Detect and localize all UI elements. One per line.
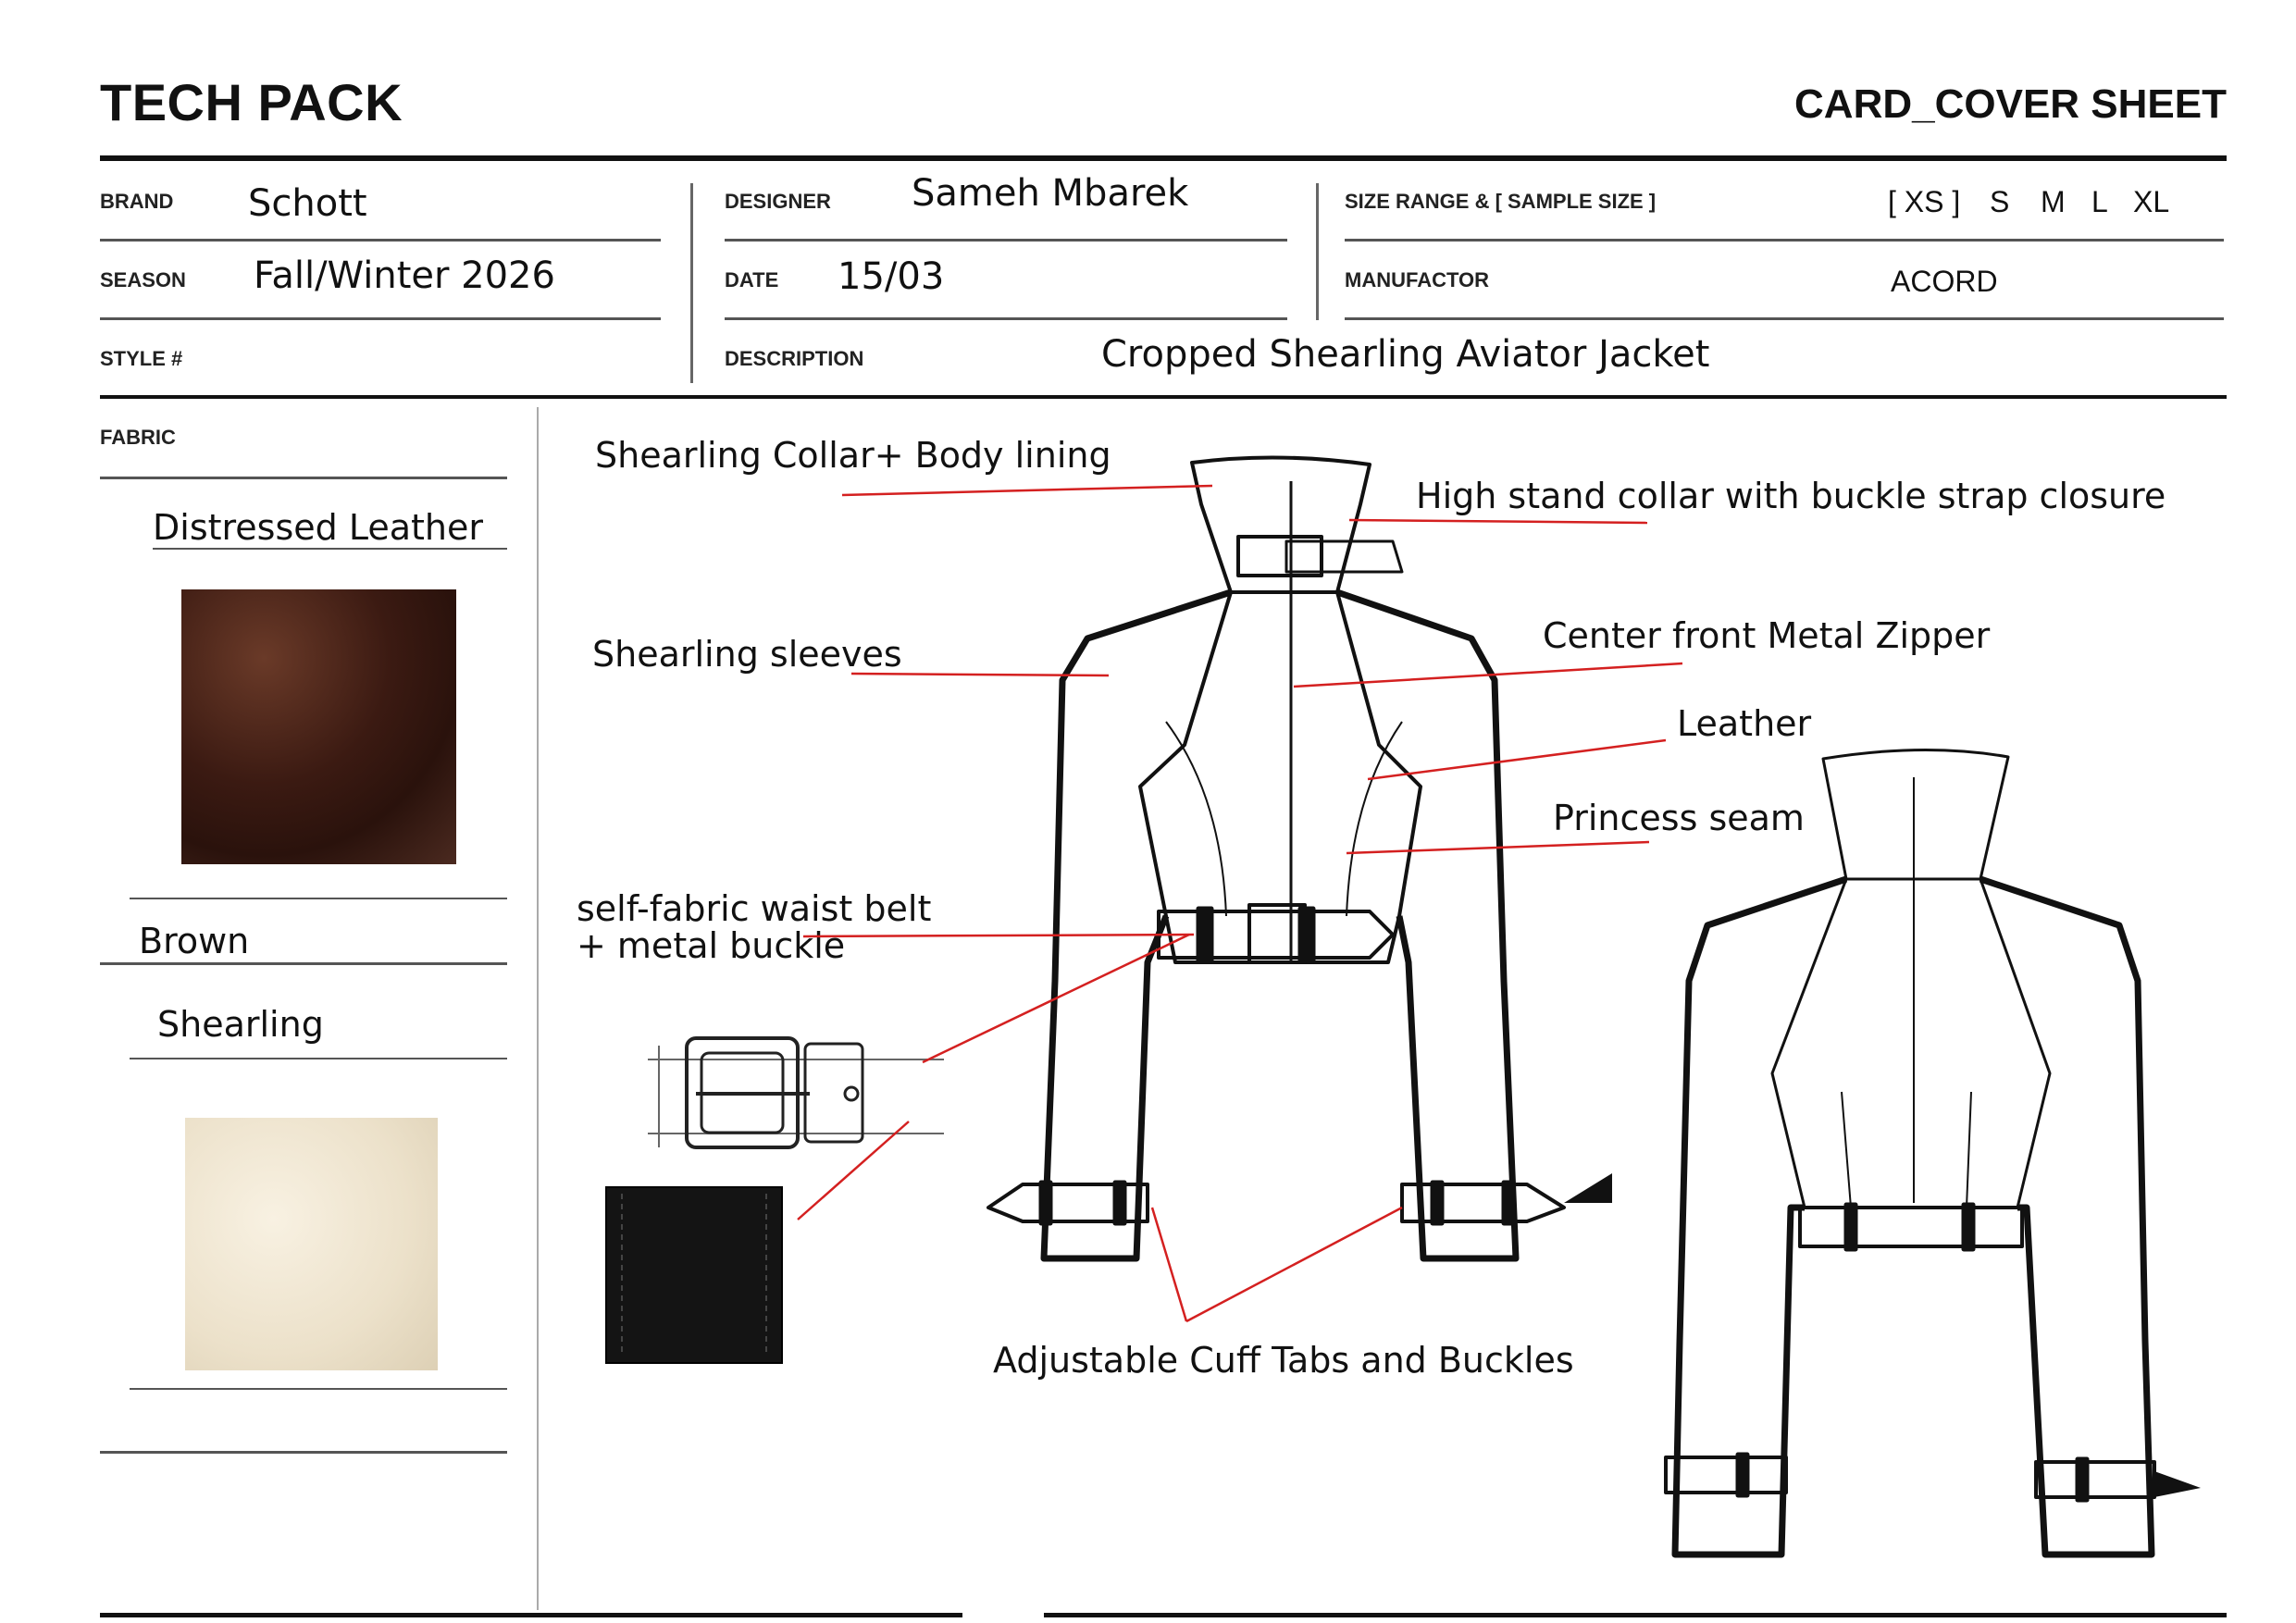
callout-belt-buckle: + metal buckle (577, 925, 846, 966)
callout-belt: self-fabric waist belt (577, 888, 932, 929)
size-xs: [ XS ] (1888, 185, 1961, 218)
manufactor-label: MANUFACTOR (1345, 268, 1490, 291)
header-rule (100, 155, 2227, 161)
leather-swatch (181, 589, 456, 864)
row-rule (100, 317, 661, 320)
row-rule (100, 477, 507, 479)
row-rule (130, 1058, 507, 1059)
date-value: 15/03 (838, 255, 945, 298)
description-label: DESCRIPTION (725, 347, 864, 370)
column-divider (690, 183, 693, 383)
style-label: STYLE # (100, 347, 183, 370)
shearling-swatch (185, 1118, 438, 1370)
manufactor-value: ACORD (1891, 265, 1998, 298)
callout-cuff: Adjustable Cuff Tabs and Buckles (993, 1340, 1574, 1381)
callout-zipper: Center front Metal Zipper (1543, 615, 1991, 656)
callout-sleeves: Shearling sleeves (592, 634, 902, 675)
sheet-title: CARD_COVER SHEET (1794, 81, 2227, 127)
brand-label: BRAND (100, 190, 174, 213)
row-rule (100, 239, 661, 242)
fabric-name: Shearling (157, 1004, 324, 1045)
size-l: L (2091, 185, 2108, 218)
date-label: DATE (725, 268, 779, 291)
season-label: SEASON (100, 268, 186, 291)
footer-rule (100, 1613, 962, 1617)
designer-label: DESIGNER (725, 190, 831, 213)
row-rule (725, 317, 1287, 320)
size-range-label: SIZE RANGE & [ SAMPLE SIZE ] (1345, 190, 1657, 213)
callout-leather: Leather (1677, 703, 1812, 744)
fabric-column-divider (537, 407, 539, 1610)
page-title: TECH PACK (100, 73, 403, 131)
row-rule (100, 962, 507, 965)
size-xl: XL (2133, 185, 2170, 218)
column-divider (1316, 183, 1319, 320)
brand-value: Schott (248, 182, 367, 225)
fabric-name: Distressed Leather (153, 507, 484, 548)
row-rule (100, 1451, 507, 1454)
row-rule (130, 898, 507, 899)
callout-princess: Princess seam (1553, 798, 1805, 838)
row-rule (725, 239, 1287, 242)
designer-value: Sameh Mbarek (912, 172, 1189, 215)
back-jacket-flat (1664, 748, 2201, 1558)
callout-stand-collar: High stand collar with buckle strap clos… (1416, 476, 2166, 516)
fabric-color: Brown (139, 921, 250, 961)
row-rule (1345, 317, 2224, 320)
row-rule (130, 1388, 507, 1390)
row-rule (1345, 239, 2224, 242)
footer-rule (1044, 1613, 2227, 1617)
front-jacket-flat (987, 455, 1612, 1262)
belt-leather-swatch (605, 1186, 783, 1364)
row-rule (153, 548, 507, 550)
callout-lines (797, 484, 1683, 1323)
callout-collar-lining: Shearling Collar+ Body lining (595, 435, 1111, 476)
season-value: Fall/Winter 2026 (254, 254, 555, 297)
info-block-rule (100, 395, 2227, 399)
size-s: S (1990, 185, 2010, 218)
description-value: Cropped Shearling Aviator Jacket (1101, 333, 1710, 376)
fabric-label: FABRIC (100, 426, 176, 449)
size-m: M (2041, 185, 2066, 218)
